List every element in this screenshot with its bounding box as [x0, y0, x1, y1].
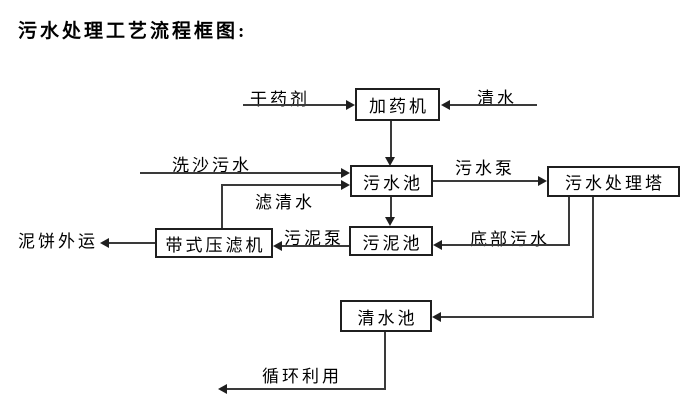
node-sludge-pool-label: 污泥池	[362, 233, 423, 253]
arrow-line-tower-to-clean-vertical	[592, 197, 594, 318]
arrow-line-sand-washing	[140, 172, 341, 174]
arrowhead-right-icon	[341, 168, 350, 178]
arrow-line-sewage-pump	[433, 180, 538, 182]
node-sewage-pool-label: 污水池	[363, 173, 423, 193]
arrowhead-right-icon	[341, 180, 350, 190]
arrow-line-mud-cake-out	[109, 242, 155, 244]
flow-label-filtered-water: 滤清水	[255, 193, 315, 212]
arrow-line-sewage-to-sludge	[390, 197, 392, 218]
node-sewage-pool: 污水池	[350, 165, 433, 197]
arrowhead-left-icon	[273, 241, 282, 251]
arrowhead-down-icon	[385, 217, 395, 226]
flow-label-mud-cake-out: 泥饼外运	[18, 232, 98, 251]
arrowhead-right-icon	[346, 100, 355, 110]
arrow-line-recycle-vertical	[384, 332, 386, 389]
arrowhead-left-icon	[433, 240, 442, 250]
flow-label-sand-washing-sewage: 洗沙污水	[172, 156, 252, 175]
flow-label-recycle-use: 循环利用	[262, 367, 342, 386]
arrowhead-right-icon	[538, 176, 547, 186]
flow-label-bottom-sewage: 底部污水	[470, 230, 550, 249]
arrow-line-filtered-water-vertical	[221, 184, 223, 228]
flow-label-sludge-pump: 污泥泵	[284, 229, 344, 248]
arrow-line-recycle	[227, 388, 386, 390]
flow-label-clean-water: 清水	[477, 89, 517, 108]
node-belt-filter-press: 带式压滤机	[155, 228, 273, 258]
page-title: 污水处理工艺流程框图:	[18, 21, 248, 42]
flow-label-sewage-pump: 污水泵	[455, 159, 515, 178]
arrow-line-sludge-pump	[282, 245, 349, 247]
node-sludge-pool: 污泥池	[349, 226, 433, 256]
arrow-line-clean-water	[450, 104, 537, 106]
arrowhead-left-icon	[100, 238, 109, 248]
arrow-line-dosing-to-sewage	[390, 121, 392, 158]
arrowhead-left-icon	[218, 384, 227, 394]
arrow-line-filtered-water	[221, 184, 341, 186]
node-treatment-tower-label: 污水处理塔	[565, 174, 665, 193]
node-clean-water-pool: 清水池	[340, 300, 432, 332]
flow-label-dry-chemical: 干药剂	[250, 90, 310, 109]
arrow-line-bottom-sewage	[442, 244, 570, 246]
arrow-line-dry-chemical	[243, 104, 346, 106]
node-clean-water-pool-label: 清水池	[357, 308, 418, 328]
arrow-line-tower-to-clean	[441, 316, 594, 318]
node-dosing-machine-label: 加药机	[369, 97, 429, 116]
arrowhead-left-icon	[432, 312, 441, 322]
arrowhead-left-icon	[441, 100, 450, 110]
arrowhead-down-icon	[385, 157, 395, 166]
node-dosing-machine: 加药机	[355, 88, 440, 121]
node-belt-filter-press-label: 带式压滤机	[165, 235, 266, 255]
arrow-line-bottom-sewage-vertical	[568, 197, 570, 246]
node-treatment-tower: 污水处理塔	[547, 166, 680, 197]
